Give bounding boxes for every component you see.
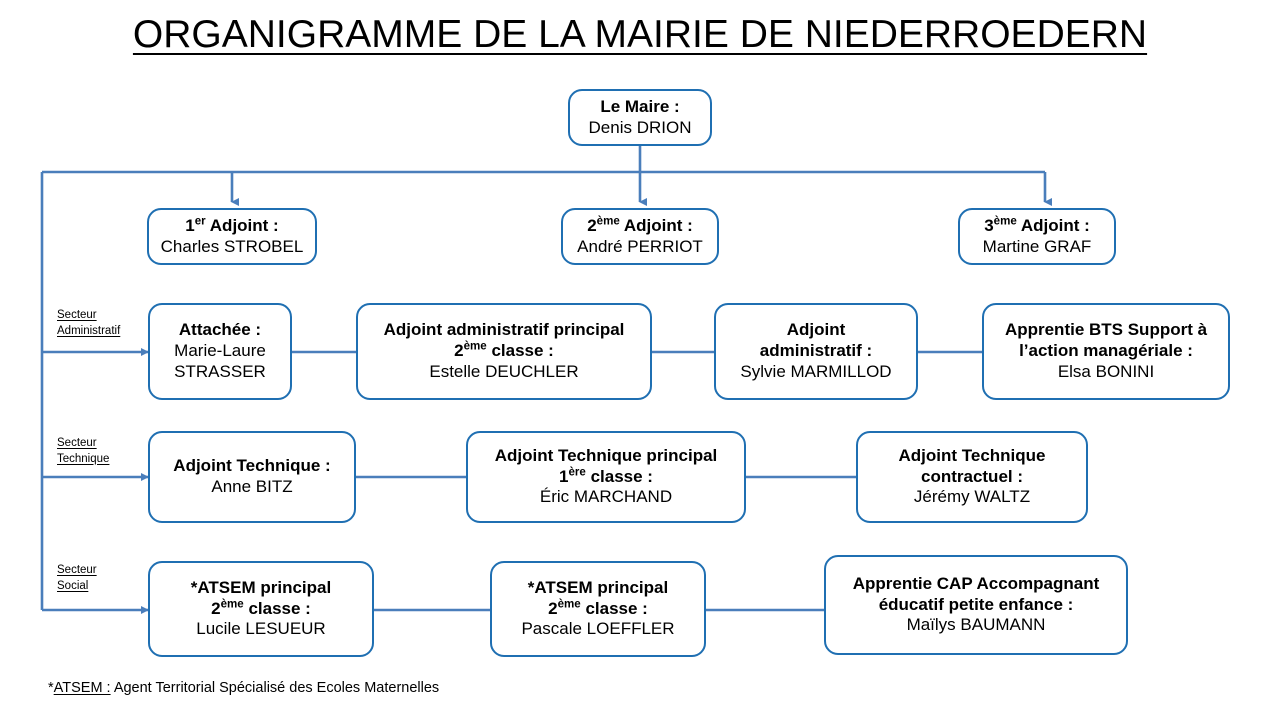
admin-adjoint-role-2: administratif : [759, 341, 873, 361]
mayor-role: Le Maire : [600, 96, 680, 116]
footnote: *ATSEM : Agent Territorial Spécialisé de… [48, 680, 439, 697]
sector-label-social: Secteur Social [57, 563, 97, 594]
footnote-definition: Agent Territorial Spécialisé des Ecoles … [110, 680, 440, 696]
deputy-2-role: 2ème Adjoint : [587, 215, 693, 235]
sector-label-technique: Secteur Technique [57, 436, 109, 467]
sector-social-line2: Social [57, 579, 89, 592]
admin-principal-name: Estelle DEUCHLER [429, 361, 579, 381]
tech-principal-role-1: Adjoint Technique principal [494, 445, 718, 465]
social-atsem-2-name: Pascale LOEFFLER [521, 619, 675, 639]
tech-adjoint-role: Adjoint Technique : [173, 456, 331, 476]
social-apprentie-name: Maïlys BAUMANN [906, 615, 1046, 635]
sector-administratif-line2: Administratif [57, 324, 121, 337]
tech-principal-name: Éric MARCHAND [539, 487, 673, 507]
node-social-atsem-2[interactable]: *ATSEM principal 2ème classe : Pascale L… [490, 561, 706, 657]
footnote-marker: * [48, 680, 54, 696]
node-admin-principal[interactable]: Adjoint administratif principal 2ème cla… [356, 303, 652, 400]
social-apprentie-role-1: Apprentie CAP Accompagnant [852, 573, 1100, 593]
tech-contractuel-name: Jérémy WALTZ [913, 487, 1031, 507]
admin-principal-role-2: 2ème classe : [454, 340, 554, 361]
admin-adjoint-role-1: Adjoint [786, 320, 846, 340]
sector-social-line1: Secteur [57, 564, 97, 576]
tech-adjoint-name: Anne BITZ [211, 477, 293, 496]
page-title: ORGANIGRAMME DE LA MAIRIE DE NIEDERROEDE… [0, 13, 1280, 57]
admin-attachee-name-2: STRASSER [174, 361, 266, 381]
mayor-name: Denis DRION [588, 117, 692, 137]
deputy-3-name: Martine GRAF [982, 236, 1092, 256]
node-social-atsem-1[interactable]: *ATSEM principal 2ème classe : Lucile LE… [148, 561, 374, 657]
admin-attachee-name-1: Marie-Laure [174, 341, 266, 361]
sector-administratif-line1: Secteur [57, 309, 97, 321]
social-atsem-1-role-1: *ATSEM principal [190, 577, 332, 597]
admin-adjoint-name: Sylvie MARMILLOD [740, 361, 892, 381]
footnote-term: ATSEM : [53, 680, 111, 696]
node-admin-adjoint[interactable]: Adjoint administratif : Sylvie MARMILLOD [714, 303, 918, 400]
node-deputy-3[interactable]: 3ème Adjoint : Martine GRAF [958, 208, 1116, 265]
tech-principal-role-2: 1ère classe : [559, 465, 653, 486]
tech-contractuel-role-2: contractuel : [920, 466, 1024, 486]
page-title-text: ORGANIGRAMME DE LA MAIRIE DE NIEDERROEDE… [132, 13, 1148, 56]
admin-apprentie-name: Elsa BONINI [1057, 361, 1155, 381]
node-tech-adjoint[interactable]: Adjoint Technique : Anne BITZ [148, 431, 356, 523]
node-tech-contractuel[interactable]: Adjoint Technique contractuel : Jérémy W… [856, 431, 1088, 523]
admin-principal-role-1: Adjoint administratif principal [383, 320, 625, 340]
node-admin-apprentie-bts[interactable]: Apprentie BTS Support à l’action managér… [982, 303, 1230, 400]
node-deputy-2[interactable]: 2ème Adjoint : André PERRIOT [561, 208, 719, 265]
sector-label-administratif: Secteur Administratif [57, 308, 120, 339]
social-atsem-2-role-2: 2ème classe : [548, 597, 648, 618]
social-atsem-2-role-1: *ATSEM principal [527, 577, 669, 597]
node-social-apprentie-cap[interactable]: Apprentie CAP Accompagnant éducatif peti… [824, 555, 1128, 655]
social-atsem-1-role-2: 2ème classe : [211, 597, 311, 618]
node-admin-attachee[interactable]: Attachée : Marie-Laure STRASSER [148, 303, 292, 400]
deputy-1-role: 1er Adjoint : [185, 215, 279, 235]
node-deputy-1[interactable]: 1er Adjoint : Charles STROBEL [147, 208, 317, 265]
admin-apprentie-role-1: Apprentie BTS Support à [1004, 320, 1208, 340]
node-mayor[interactable]: Le Maire : Denis DRION [568, 89, 712, 146]
node-tech-principal[interactable]: Adjoint Technique principal 1ère classe … [466, 431, 746, 523]
social-atsem-1-name: Lucile LESUEUR [196, 619, 326, 639]
deputy-3-role: 3ème Adjoint : [984, 215, 1090, 235]
tech-contractuel-role-1: Adjoint Technique [898, 445, 1046, 465]
admin-attachee-role: Attachée : [178, 320, 262, 340]
admin-apprentie-role-2: l’action managériale : [1019, 341, 1193, 361]
deputy-1-name: Charles STROBEL [160, 236, 304, 256]
sector-technique-line1: Secteur [57, 437, 97, 449]
social-apprentie-role-2: éducatif petite enfance : [878, 594, 1074, 614]
deputy-2-name: André PERRIOT [577, 236, 703, 256]
sector-technique-line2: Technique [57, 452, 110, 465]
